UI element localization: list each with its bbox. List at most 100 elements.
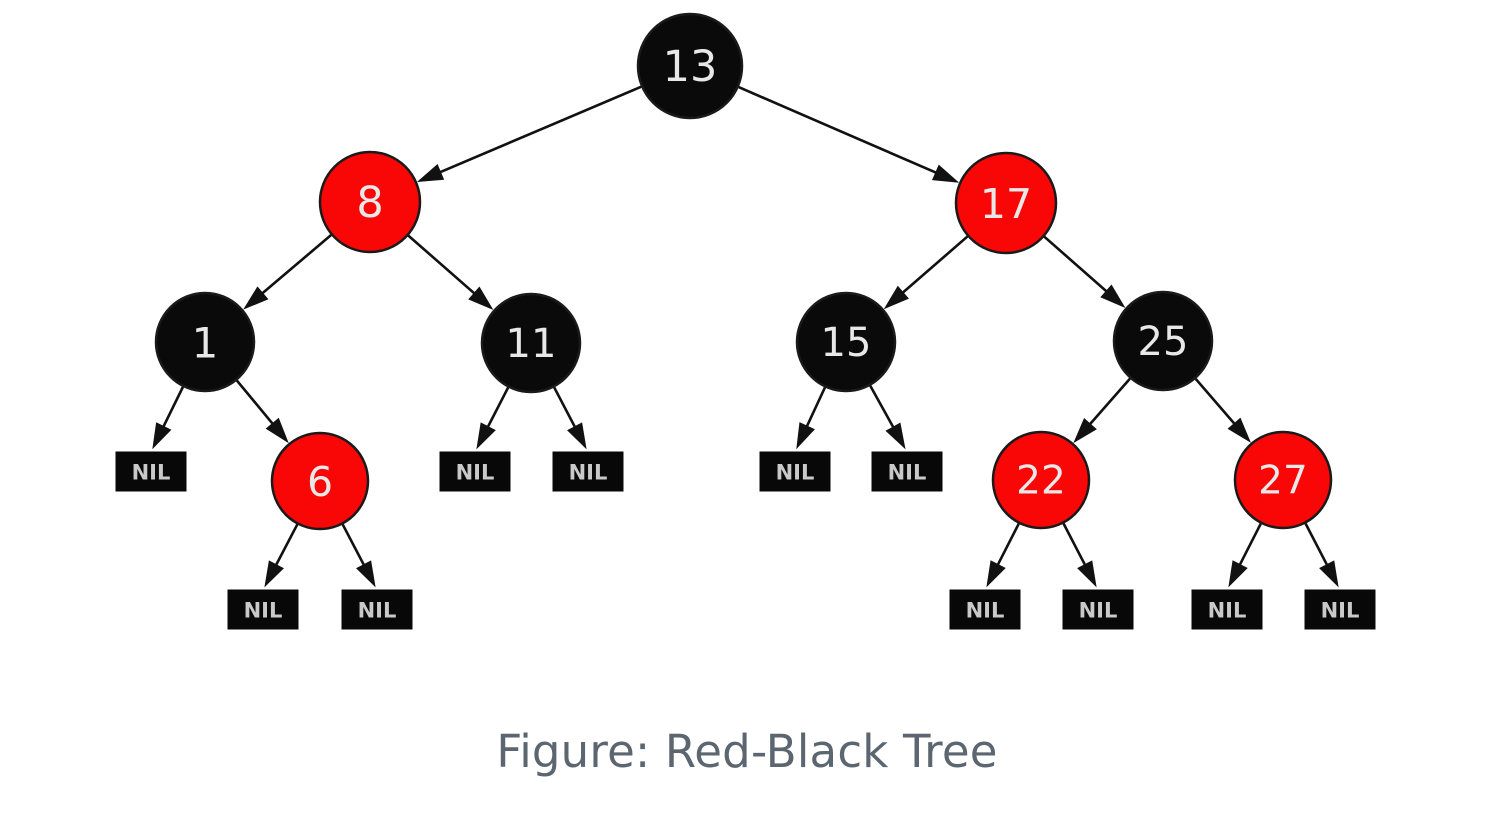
edge-line [899, 235, 969, 296]
nil-leaf: NIL [439, 451, 511, 492]
tree-edge [553, 386, 587, 450]
edge-line [1194, 377, 1238, 428]
edge-line [995, 523, 1020, 569]
tree-edge [1073, 377, 1131, 444]
nil-leaf-label: NIL [1079, 599, 1118, 623]
nil-leaf-label: NIL [776, 461, 815, 485]
nil-leaf-box [1191, 589, 1263, 630]
edge-arrowhead-icon [796, 422, 815, 450]
nil-leaf: NIL [552, 451, 624, 492]
tree-node-22[interactable]: 22 [991, 430, 1091, 530]
nil-leaf: NIL [759, 451, 831, 492]
tree-edges-layer [152, 85, 1339, 588]
tree-node-25[interactable]: 25 [1112, 290, 1214, 392]
node-circle-red [318, 150, 422, 254]
nil-leaf-box [115, 451, 187, 492]
nil-leaf-label: NIL [569, 461, 608, 485]
tree-nil-leaves-layer: NIL NIL NIL NIL NIL NIL NIL NIL NIL NIL NIL [115, 451, 1376, 630]
edge-line [485, 386, 510, 431]
edge-arrowhead-icon [152, 422, 172, 450]
node-circle-black [795, 291, 897, 393]
edge-arrowhead-icon [1073, 418, 1097, 444]
node-label: 13 [663, 42, 718, 92]
nil-leaf-box [439, 451, 511, 492]
node-circle-red [954, 151, 1058, 255]
tree-node-6[interactable]: 6 [270, 431, 370, 531]
nil-leaf-label: NIL [358, 599, 397, 623]
tree-edge [883, 235, 969, 310]
tree-edge [416, 85, 642, 183]
node-circle-black [636, 12, 744, 120]
edge-line [1304, 522, 1330, 569]
edge-line [1043, 235, 1110, 295]
nil-leaf-box [341, 589, 413, 630]
edge-arrowhead-icon [265, 417, 289, 444]
tree-node-17[interactable]: 17 [954, 151, 1058, 255]
tree-edge [1062, 522, 1097, 588]
edge-arrowhead-icon [1319, 560, 1339, 588]
edge-line [1086, 377, 1131, 428]
nil-leaf-label: NIL [966, 599, 1005, 623]
edge-arrowhead-icon [468, 286, 494, 311]
nil-leaf: NIL [1062, 589, 1134, 630]
edge-arrowhead-icon [1077, 560, 1097, 588]
node-circle-red [270, 431, 370, 531]
nil-leaf-label: NIL [244, 599, 283, 623]
node-label: 15 [821, 320, 872, 366]
edge-line [553, 386, 578, 431]
edge-line [407, 234, 478, 297]
edge-arrowhead-icon [476, 422, 496, 450]
edge-line [259, 234, 332, 297]
tree-node-8[interactable]: 8 [318, 150, 422, 254]
node-circle-black [480, 292, 582, 394]
tree-edge [986, 523, 1020, 588]
tree-node-15[interactable]: 15 [795, 291, 897, 393]
edge-line [235, 379, 276, 428]
edge-arrowhead-icon [416, 164, 445, 183]
nil-leaf-label: NIL [888, 461, 927, 485]
nil-leaf-label: NIL [132, 461, 171, 485]
edge-arrowhead-icon [1228, 560, 1248, 588]
node-circle-black [154, 291, 256, 393]
nil-leaf-box [871, 451, 943, 492]
tree-node-27[interactable]: 27 [1233, 430, 1333, 530]
edge-arrowhead-icon [567, 422, 587, 450]
node-label: 25 [1138, 319, 1189, 365]
nil-leaf: NIL [949, 589, 1021, 630]
edge-arrowhead-icon [1227, 417, 1251, 443]
nil-leaf-box [1062, 589, 1134, 630]
node-circle-black [1112, 290, 1214, 392]
tree-edge [1043, 235, 1126, 308]
nil-leaf: NIL [1191, 589, 1263, 630]
node-label: 6 [307, 458, 333, 506]
edge-arrowhead-icon [1100, 284, 1126, 308]
edge-arrowhead-icon [356, 560, 376, 588]
edge-arrowhead-icon [885, 422, 906, 450]
tree-node-13[interactable]: 13 [636, 12, 744, 120]
node-label: 11 [506, 321, 557, 367]
nil-leaf: NIL [341, 589, 413, 630]
tree-edge [243, 234, 332, 310]
tree-edge [1194, 377, 1251, 443]
tree-edge [738, 85, 960, 183]
nil-leaf: NIL [115, 451, 187, 492]
tree-edge [152, 386, 185, 450]
node-circle-red [1233, 430, 1333, 530]
edge-line [1062, 522, 1088, 569]
nil-leaf: NIL [1304, 589, 1376, 630]
node-label: 1 [192, 319, 219, 368]
tree-edge [869, 385, 906, 450]
tree-edge [264, 523, 299, 588]
edge-line [341, 523, 367, 569]
tree-node-11[interactable]: 11 [480, 292, 582, 394]
tree-node-1[interactable]: 1 [154, 291, 256, 393]
tree-edge [796, 386, 827, 450]
tree-edge [341, 523, 376, 588]
edge-line [869, 385, 897, 431]
edge-arrowhead-icon [243, 286, 269, 310]
edge-arrowhead-icon [883, 285, 909, 310]
tree-edge [235, 379, 289, 444]
